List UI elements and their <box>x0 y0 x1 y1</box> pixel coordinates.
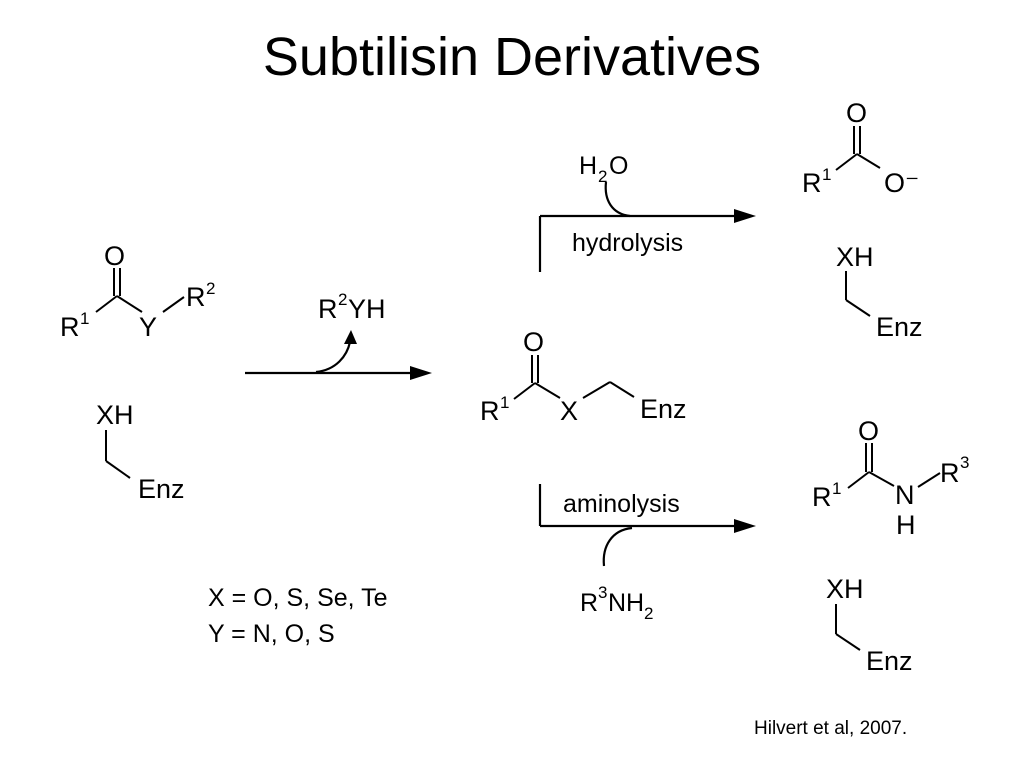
amine-nh: NH <box>608 589 644 617</box>
substrate-ester: O R 1 Y R 2 <box>60 241 215 342</box>
hydrolysis-arrow: H 2 O hydrolysis <box>538 152 756 272</box>
carboxylate-product: O R 1 O⁻ <box>802 98 919 198</box>
r-superscript: 2 <box>206 279 215 298</box>
amine-superscript: 3 <box>598 583 607 602</box>
nh-hydrogen: H <box>896 510 916 540</box>
n-bond <box>868 471 895 487</box>
slide-title: Subtilisin Derivatives <box>262 27 762 87</box>
carbonyl-oxygen: O <box>104 241 125 271</box>
enzyme-label: Enz <box>866 646 913 676</box>
aminolysis-label: aminolysis <box>563 490 680 518</box>
amide-product: O R 1 N H R 3 <box>812 416 969 540</box>
release-arrowhead <box>344 330 357 344</box>
enzyme-label: Enz <box>138 474 185 504</box>
x-definition: X = O, S, Se, Te <box>208 584 388 612</box>
carbonyl-oxygen: O <box>846 98 867 128</box>
enzyme-label: Enz <box>876 312 923 342</box>
carbonyl-oxygen: O <box>858 416 879 446</box>
r2-bond <box>162 296 185 313</box>
xh-group: XH <box>826 574 864 604</box>
arrowhead <box>734 519 756 533</box>
r1-bond <box>95 295 118 313</box>
r-group: R <box>480 396 500 426</box>
aminolysis-arrow: aminolysis R 3 NH 2 <box>538 484 756 623</box>
arrowhead <box>410 366 432 380</box>
citation: Hilvert et al, 2007. <box>754 718 908 739</box>
leaving-group-r: R <box>318 294 338 324</box>
y-atom: Y <box>139 312 157 342</box>
r-group: R <box>812 482 832 512</box>
ch2-bond-1 <box>582 381 611 399</box>
leaving-group-superscript: 2 <box>338 290 347 309</box>
enzyme-bond-diagonal <box>845 299 871 317</box>
enzyme-regenerated-bottom: XH Enz <box>826 574 913 676</box>
r3-bond <box>917 472 941 488</box>
x-bond <box>534 382 561 399</box>
leaving-group-yh: YH <box>348 294 386 324</box>
acylation-arrow: R 2 YH <box>245 290 432 380</box>
enzyme-bond-diagonal <box>105 460 131 479</box>
r-superscript: 1 <box>80 309 89 328</box>
xh-group: XH <box>836 242 874 272</box>
n-atom: N <box>895 480 915 510</box>
amine-subscript: 2 <box>644 604 653 623</box>
water-subscript: 2 <box>598 167 607 186</box>
arrowhead <box>734 209 756 223</box>
water-curve <box>604 181 631 218</box>
xh-group: XH <box>96 400 134 430</box>
ch2-bond-2 <box>609 381 635 398</box>
r-group: R <box>186 282 206 312</box>
hydrolysis-label: hydrolysis <box>572 229 683 257</box>
carboxylate-oxygen: O⁻ <box>884 168 919 198</box>
o-bond <box>856 153 881 169</box>
enzyme-nucleophile-left: XH Enz <box>96 400 185 504</box>
acyl-enzyme-intermediate: O R 1 X Enz <box>480 327 687 426</box>
amine-curve <box>602 526 633 567</box>
water-o: O <box>609 152 628 180</box>
r-superscript: 1 <box>822 165 831 184</box>
carbonyl-oxygen: O <box>523 327 544 357</box>
y-definition: Y = N, O, S <box>208 620 335 648</box>
r-superscript: 3 <box>960 453 969 472</box>
enzyme-regenerated-top: XH Enz <box>836 242 923 342</box>
r-group: R <box>940 458 960 488</box>
r-group: R <box>60 312 80 342</box>
water-h: H <box>579 152 597 180</box>
r1-bond <box>847 471 870 489</box>
enzyme-label: Enz <box>640 394 687 424</box>
enzyme-bond-diagonal <box>835 633 861 651</box>
r1-bond <box>513 382 536 400</box>
r-superscript: 1 <box>500 393 509 412</box>
substitution-legend: X = O, S, Se, Te Y = N, O, S <box>208 584 388 648</box>
r1-bond <box>835 153 858 171</box>
amine-r: R <box>580 589 598 617</box>
r-group: R <box>802 168 822 198</box>
y-bond <box>116 295 143 313</box>
x-atom: X <box>560 396 578 426</box>
release-curve <box>315 341 352 374</box>
r-superscript: 1 <box>832 479 841 498</box>
